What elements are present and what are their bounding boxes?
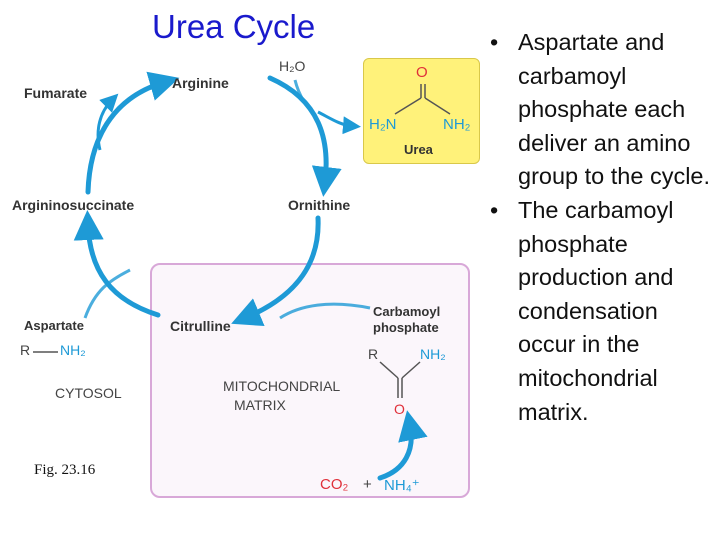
urea-structure-box: [363, 58, 480, 164]
figure-caption: Fig. 23.16: [34, 462, 96, 478]
arrow-aspartate-in: [83, 268, 131, 319]
arrow-ornithine-to-citrulline: [231, 215, 321, 327]
arrow-carbamoyl-in: [279, 302, 371, 320]
carbamoyl-label-line1: Carbamoyl: [373, 304, 441, 319]
bullet-dot-icon: •: [490, 196, 499, 223]
bullet-item: • The carbamoyl phosphate production and …: [488, 194, 716, 429]
urea-label: Urea: [404, 142, 433, 157]
ammonium-label: NH₄⁺: [384, 477, 420, 494]
plus-sign: +: [363, 476, 372, 493]
urea-bond-left: [394, 97, 422, 115]
cytosol-label: CYTOSOL: [55, 385, 122, 401]
carbamoyl-amine: NH₂: [420, 346, 446, 362]
arrow-fumarate-out: [96, 93, 119, 151]
urea-bond-right: [424, 97, 451, 115]
arrow-argininosuccinate-to-arginine: [85, 71, 180, 195]
bullet-dot-icon: •: [490, 29, 499, 55]
carbamoyl-bond-left: [379, 361, 399, 379]
carbamoyl-oxygen: O: [394, 401, 405, 417]
carbamoyl-r-group: R: [368, 346, 379, 362]
mitochondrial-matrix-region: [150, 263, 470, 498]
bullet-list: • Aspartate and carbamoyl phosphate each …: [488, 26, 716, 429]
arrow-inputs-to-carbamoyl: [377, 410, 428, 481]
bullet-item: • Aspartate and carbamoyl phosphate each …: [488, 26, 716, 194]
matrix-label-line2: MATRIX: [234, 397, 286, 413]
fumarate-label: Fumarate: [24, 85, 88, 101]
urea-left-amine: H₂N: [369, 116, 397, 133]
slide-title: Urea Cycle: [152, 8, 316, 45]
bullet-text: The carbamoyl phosphate production and c…: [518, 196, 674, 425]
matrix-label-line1: MITOCHONDRIAL: [223, 378, 341, 394]
ornithine-label: Ornithine: [288, 197, 351, 213]
carbamoyl-bond-right: [401, 361, 421, 379]
carbamoyl-label-line2: phosphate: [373, 320, 439, 335]
bullet-text: Aspartate and carbamoyl phosphate each d…: [518, 29, 711, 190]
arrow-citrulline-to-argininosuccinate: [73, 210, 161, 318]
water-label: H₂O: [279, 58, 306, 74]
aspartate-label: Aspartate: [24, 318, 84, 333]
citrulline-label: Citrulline: [170, 318, 231, 334]
arrow-urea-out: [317, 110, 361, 135]
arginine-label: Arginine: [172, 75, 229, 91]
urea-oxygen: O: [416, 64, 428, 81]
argininosuccinate-label: Argininosuccinate: [12, 197, 135, 213]
aspartate-amine: NH₂: [60, 342, 86, 358]
aspartate-r-group: R: [20, 342, 31, 358]
urea-right-amine: NH₂: [443, 116, 471, 133]
arrow-water-in: [293, 79, 320, 121]
arrow-arginine-to-ornithine: [267, 75, 342, 197]
co2-label: CO₂: [320, 476, 349, 493]
